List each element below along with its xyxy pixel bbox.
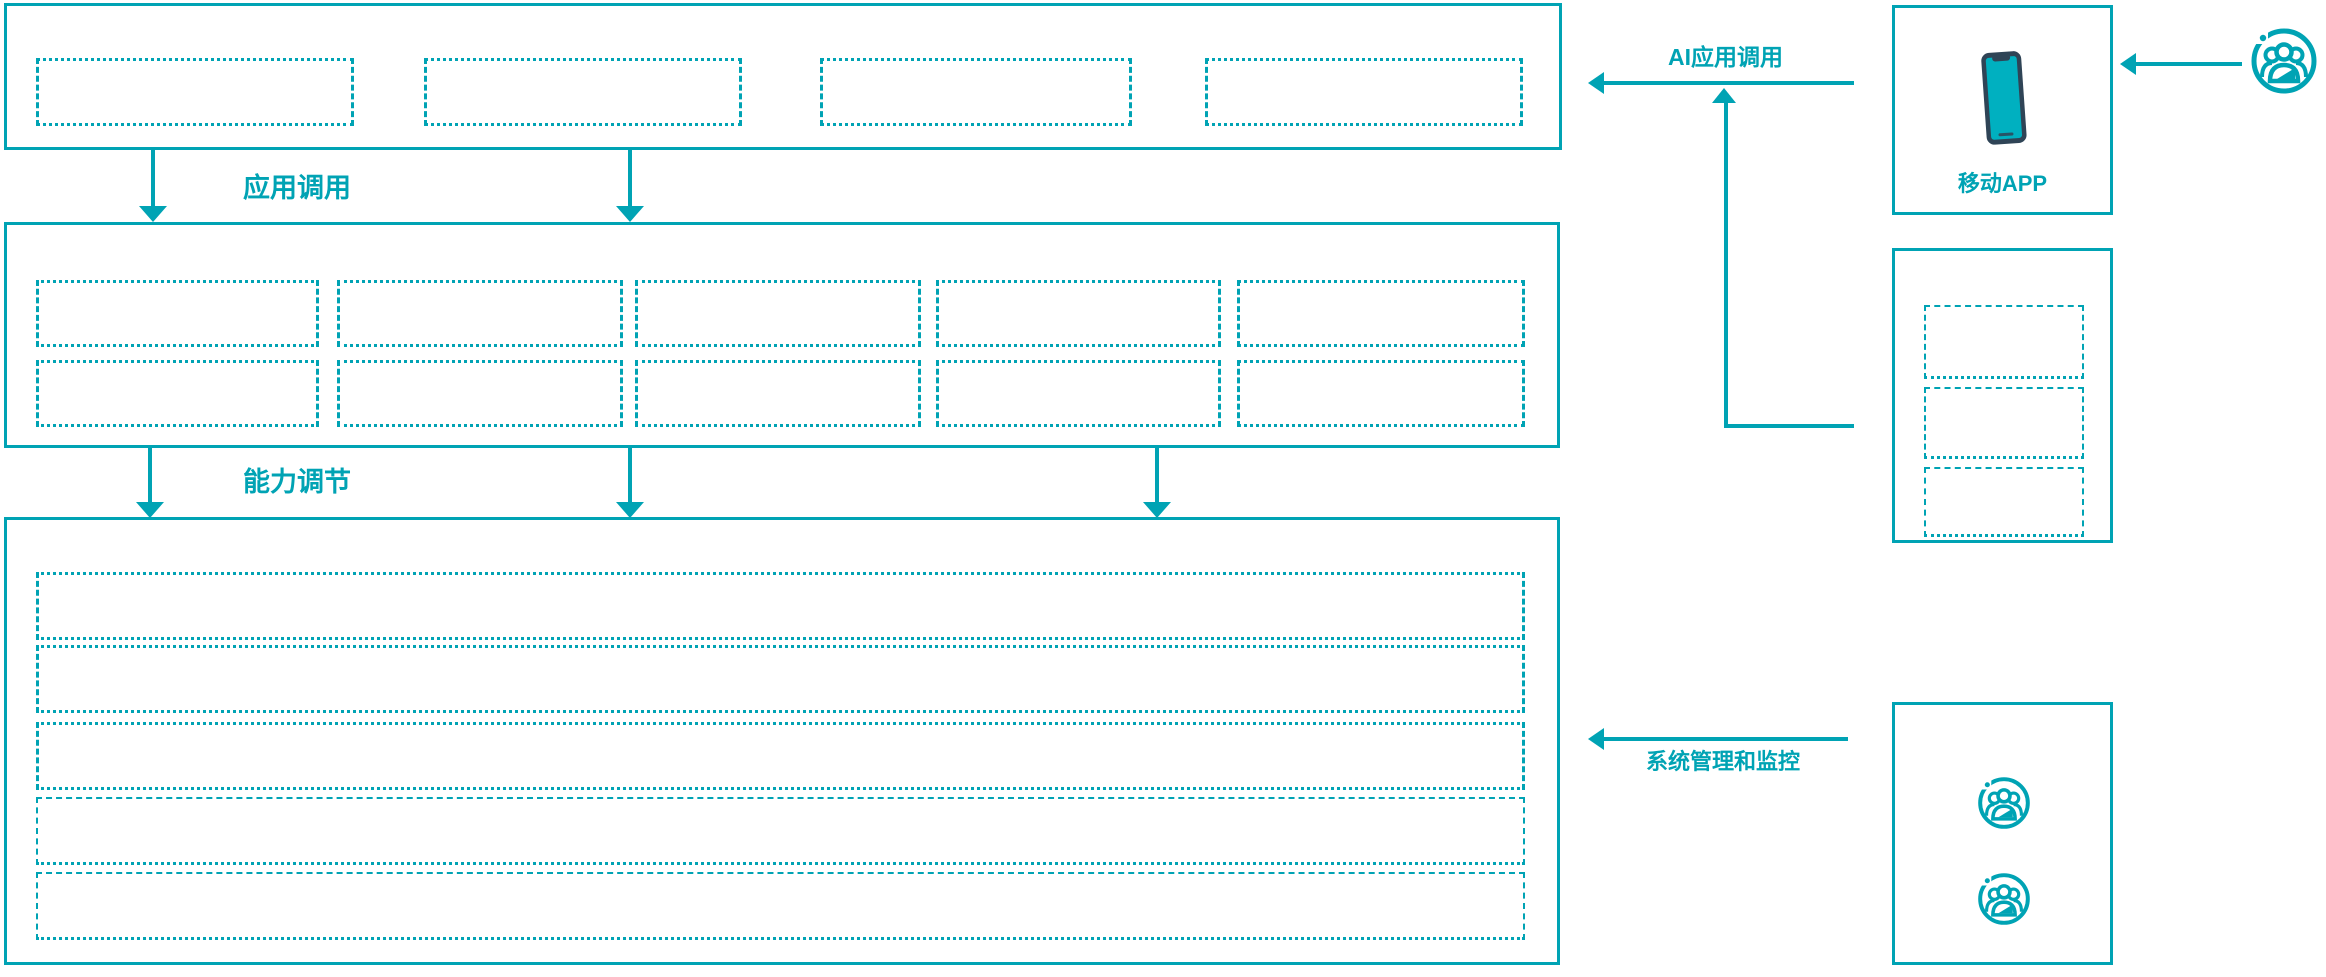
external-system-panel — [1892, 248, 2113, 543]
capability-slot — [1237, 360, 1525, 427]
down-arrow-line — [628, 150, 632, 207]
down-arrow-icon — [139, 206, 167, 222]
capability-slot — [635, 280, 921, 347]
platform-row — [36, 722, 1525, 790]
up-arrow-icon — [1712, 88, 1736, 103]
mobile-phone-icon — [1981, 51, 2027, 145]
application-slot — [1205, 58, 1523, 126]
system-monitor-label: 系统管理和监控 — [1646, 749, 1801, 774]
capability-slot — [635, 360, 921, 427]
down-arrow-icon — [1143, 502, 1171, 518]
elbow-connector-line — [1724, 424, 1854, 428]
application-slot — [424, 58, 742, 126]
up-arrow-line — [1724, 102, 1728, 426]
platform-row — [36, 572, 1525, 640]
left-arrow-icon — [2120, 53, 2136, 75]
down-arrow-icon — [616, 206, 644, 222]
external-system-slot — [1924, 305, 2084, 379]
ai-app-call-label: AI应用调用 — [1668, 44, 1783, 70]
capability-slot — [337, 360, 623, 427]
user-group-icon — [1978, 777, 2030, 829]
down-arrow-line — [628, 448, 632, 503]
capability-slot — [36, 360, 319, 427]
down-arrow-icon — [136, 502, 164, 518]
platform-row — [36, 872, 1525, 940]
capability-slot — [1237, 280, 1525, 347]
application-slot — [36, 58, 354, 126]
down-arrow-line — [151, 150, 155, 207]
user-group-icon — [2251, 28, 2317, 94]
down-arrow-line — [1155, 448, 1159, 503]
application-slot — [820, 58, 1132, 126]
down-arrow-line — [148, 448, 152, 503]
capability-slot — [36, 280, 319, 347]
down-arrow-icon — [616, 502, 644, 518]
left-arrow-icon — [1588, 728, 1604, 750]
capability-adjust-label: 能力调节 — [243, 467, 351, 497]
left-arrow-line — [1604, 737, 1848, 741]
capability-slot — [337, 280, 623, 347]
platform-layer-box — [4, 517, 1560, 965]
platform-row — [36, 797, 1525, 865]
app-call-label: 应用调用 — [243, 173, 351, 203]
external-system-slot — [1924, 467, 2084, 537]
left-arrow-line — [2136, 62, 2242, 66]
capability-slot — [936, 280, 1221, 347]
external-system-slot — [1924, 387, 2084, 459]
capability-layer-box — [4, 222, 1560, 448]
mobile-app-label: 移动APP — [1957, 171, 2048, 196]
platform-row — [36, 645, 1525, 713]
left-arrow-line — [1604, 81, 1854, 85]
capability-slot — [936, 360, 1221, 427]
left-arrow-icon — [1588, 72, 1604, 94]
user-group-icon — [1978, 873, 2030, 925]
